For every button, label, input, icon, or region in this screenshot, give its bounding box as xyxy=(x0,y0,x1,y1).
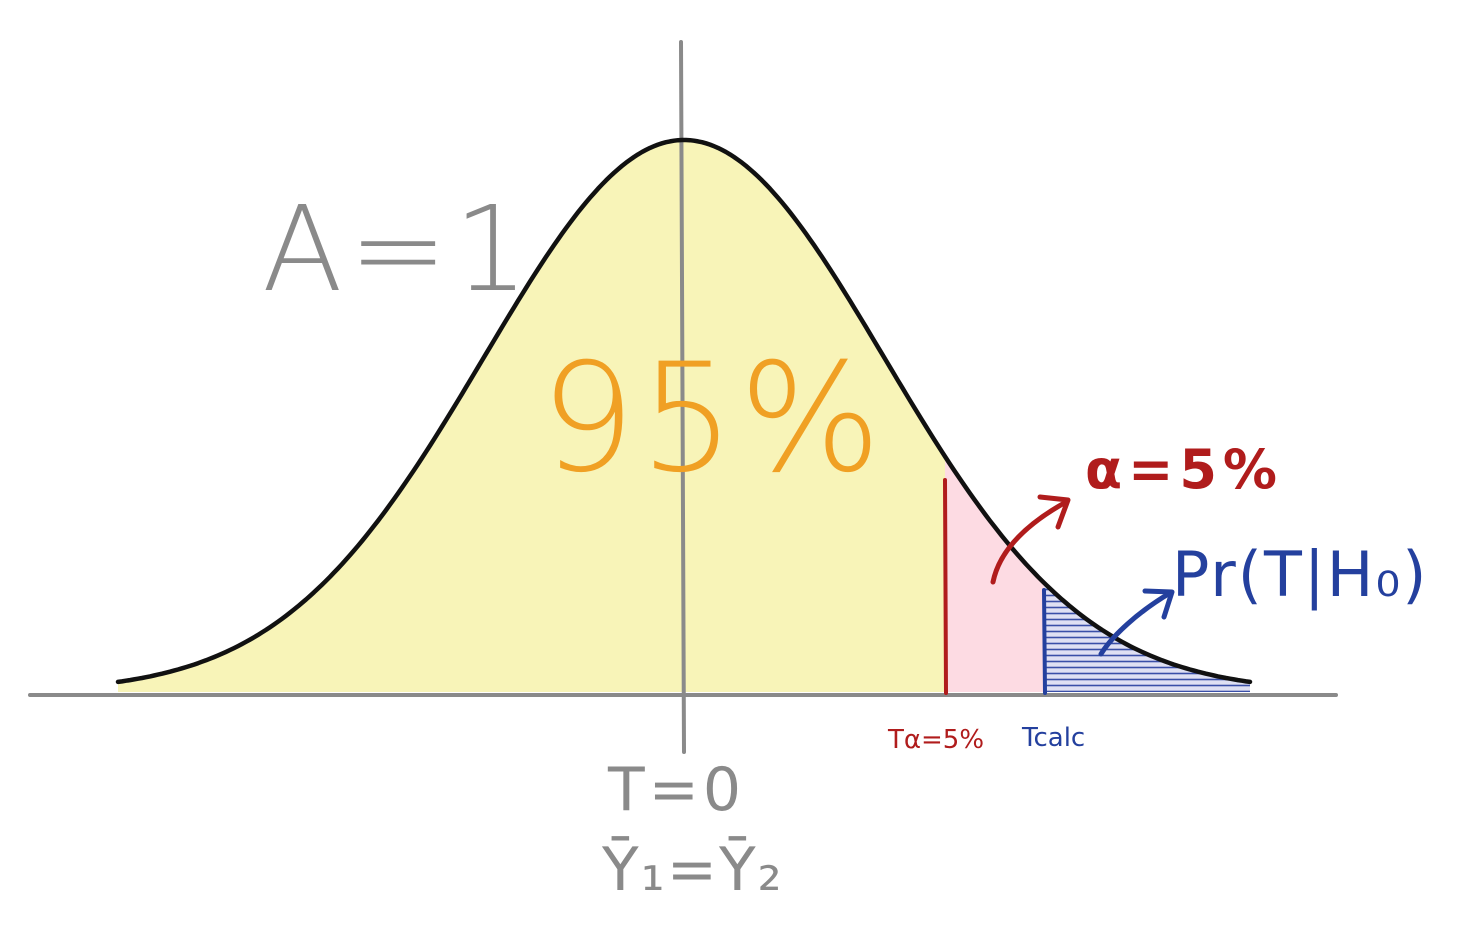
t-zero-label: T=0 xyxy=(607,755,745,825)
p-value-arrow-icon xyxy=(1098,588,1175,657)
area-main-label: 95% xyxy=(540,332,885,506)
area-total-label: A=1 xyxy=(262,180,535,318)
means-equal-label: Ȳ₁=Ȳ₂ xyxy=(601,835,784,905)
area-95-region xyxy=(118,140,945,692)
t-calc-line xyxy=(1042,588,1047,695)
y-axis xyxy=(679,40,686,754)
alpha-arrow-icon xyxy=(990,494,1071,585)
bell-curve xyxy=(115,137,1253,685)
t-calc-label: Tcalc xyxy=(1021,723,1085,753)
alpha-label: α=5% xyxy=(1085,438,1283,501)
t-alpha-line xyxy=(943,478,948,695)
t-alpha-label: Tα=5% xyxy=(887,725,984,755)
p-value-region xyxy=(1044,582,1250,692)
p-value-label: Pr(T|H₀) xyxy=(1172,538,1428,612)
